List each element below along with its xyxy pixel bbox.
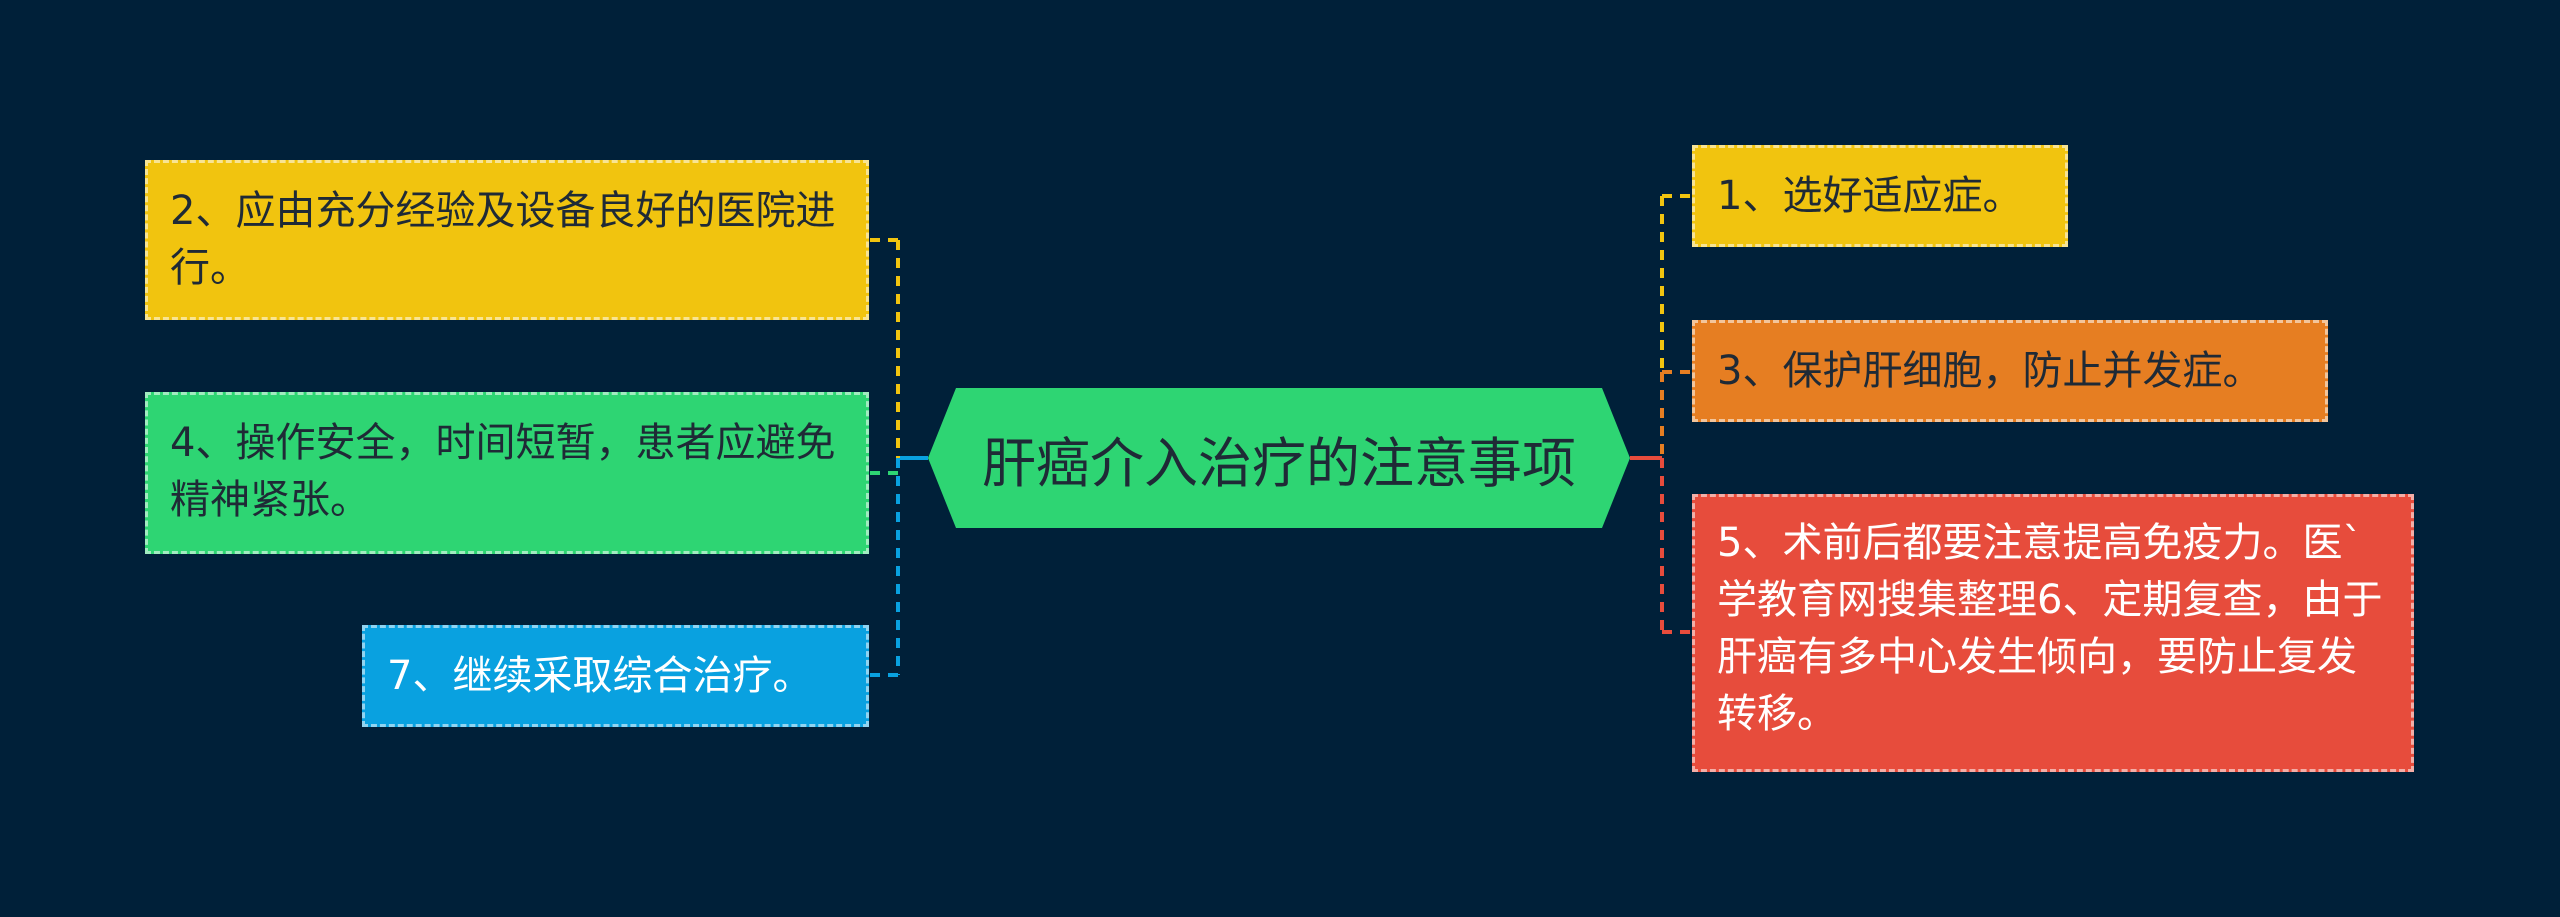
node-right-1[interactable]: 1、选好适应症。 [1692, 145, 2068, 247]
node-left-2[interactable]: 4、操作安全，时间短暂，患者应避免精神紧张。 [145, 392, 869, 554]
node-right-3[interactable]: 5、术前后都要注意提高免疫力。医`学教育网搜集整理6、定期复查，由于肝癌有多中心… [1692, 494, 2414, 772]
node-right-3-text: 5、术前后都要注意提高免疫力。医`学教育网搜集整理6、定期复查，由于肝癌有多中心… [1717, 520, 2383, 737]
node-right-1-text: 1、选好适应症。 [1717, 173, 2023, 219]
node-right-2[interactable]: 3、保护肝细胞，防止并发症。 [1692, 320, 2328, 422]
node-left-1-text: 2、应由充分经验及设备良好的医院进行。 [170, 188, 836, 291]
node-left-3[interactable]: 7、继续采取综合治疗。 [362, 625, 869, 727]
central-topic-shape [928, 388, 1630, 528]
central-topic-title: 肝癌介入治疗的注意事项 [982, 431, 1576, 495]
central-topic[interactable]: 肝癌介入治疗的注意事项 [928, 388, 1630, 528]
node-left-1[interactable]: 2、应由充分经验及设备良好的医院进行。 [145, 160, 869, 320]
node-right-2-text: 3、保护肝细胞，防止并发症。 [1717, 348, 2263, 394]
node-left-2-text: 4、操作安全，时间短暂，患者应避免精神紧张。 [170, 420, 836, 523]
node-left-3-text: 7、继续采取综合治疗。 [387, 653, 813, 699]
